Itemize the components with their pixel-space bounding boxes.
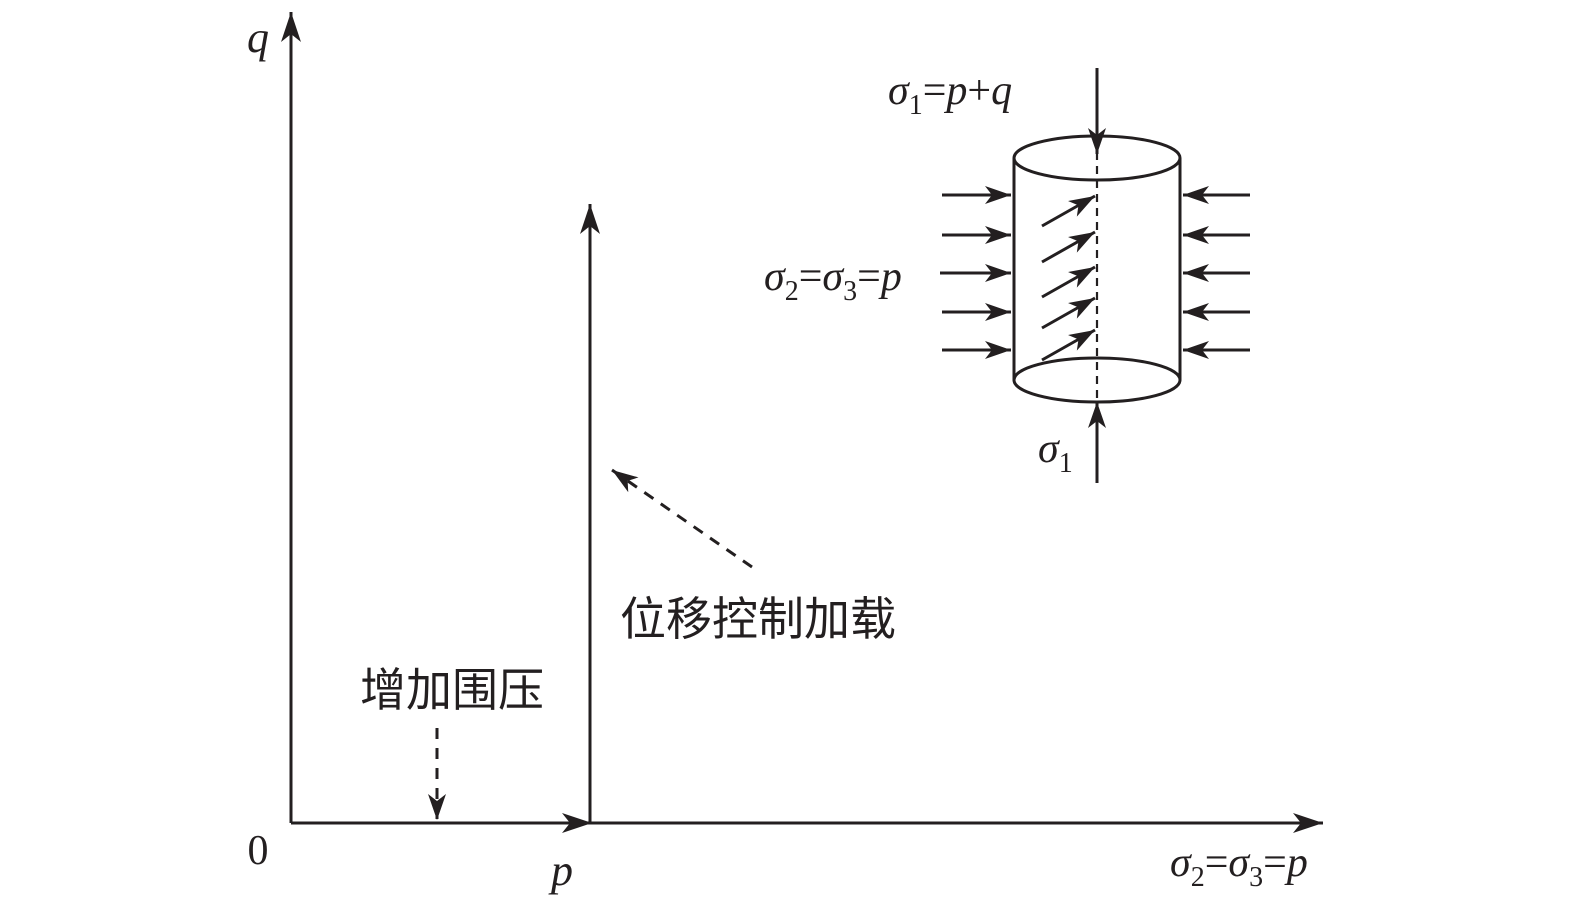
p-axis-label: σ2=σ3=p — [1170, 840, 1308, 893]
q-axis-label: q — [247, 13, 269, 62]
shear-arrow — [1041, 230, 1096, 264]
confining-stress-label: σ2=σ3=p — [764, 254, 902, 307]
shear-arrow — [1041, 265, 1096, 299]
loading-pointer-arrow — [611, 468, 753, 569]
loading-label: 位移控制加载 — [620, 592, 896, 646]
specimen-cylinder — [1012, 134, 1182, 404]
p-tick-label: p — [548, 846, 573, 895]
shear-arrow — [1041, 194, 1096, 228]
shear-arrow — [1041, 328, 1096, 362]
shear-arrow — [1041, 296, 1096, 330]
left-confining-arrows — [940, 186, 1011, 359]
sigma1-top-label: σ1=p+q — [888, 68, 1012, 121]
origin-label: 0 — [248, 828, 269, 874]
sigma1-bottom-label: σ1 — [1038, 426, 1073, 479]
shear-arrows — [1041, 194, 1096, 362]
right-confining-arrows — [1183, 186, 1250, 359]
confining-label: 增加围压 — [360, 663, 544, 717]
